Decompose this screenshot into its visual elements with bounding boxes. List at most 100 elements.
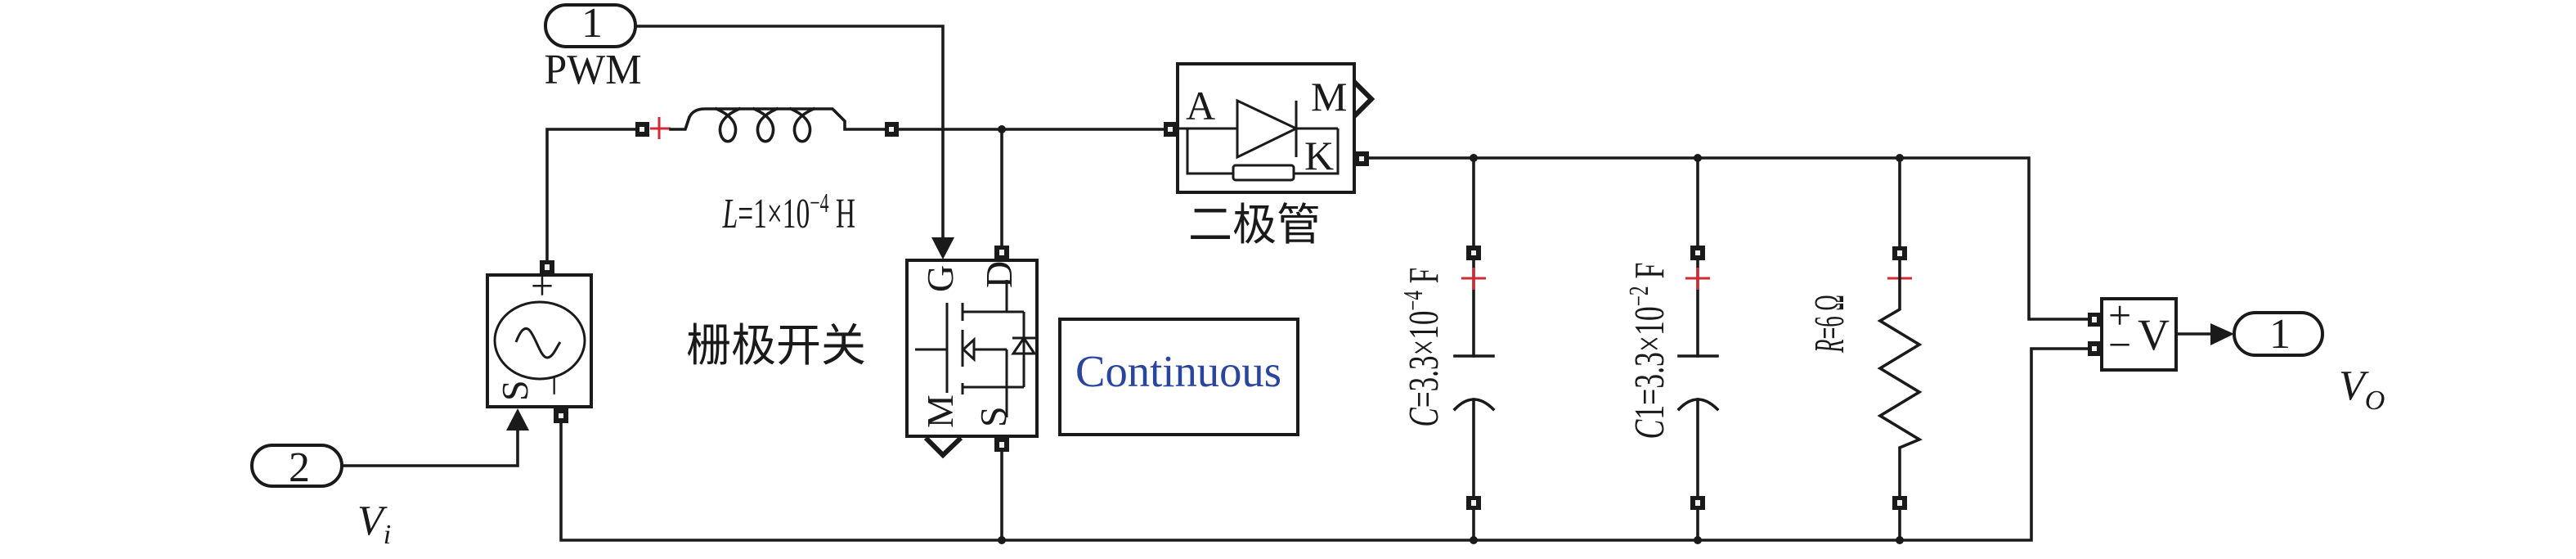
voltmeter-label: V <box>2138 310 2170 359</box>
port-number: 1 <box>2269 311 2291 358</box>
wire-diode-to-output-bus[interactable] <box>1367 156 2089 321</box>
label-variable: C <box>1627 419 1673 440</box>
label-value: =6 Ω <box>1806 295 1853 339</box>
label-unit: F <box>1627 263 1673 286</box>
source-bottom-port[interactable] <box>554 408 568 423</box>
port-marker-inner <box>1695 250 1700 255</box>
coil-loop <box>788 106 816 143</box>
diode-name-label: 二极管 <box>1188 201 1321 250</box>
controlled-voltage-source[interactable]: + − S <box>486 260 593 423</box>
port-marker-inner <box>1359 156 1364 161</box>
coil-loop <box>752 106 779 143</box>
source-control-pin-label: S <box>494 380 536 401</box>
powergui-box[interactable] <box>1058 318 1299 436</box>
powergui-block[interactable]: Continuous <box>1058 318 1299 436</box>
outport-vo[interactable]: 1 VO <box>2233 311 2438 419</box>
pin-label-gate: G <box>919 265 961 292</box>
polarity-plus-icon <box>1461 268 1486 290</box>
port-marker-inner <box>559 413 563 418</box>
pin-label-cathode: K <box>1304 133 1334 178</box>
pin-label-anode: A <box>1186 83 1215 128</box>
ac-source-circle-icon <box>493 300 586 381</box>
mosfet-drain-port[interactable] <box>994 246 1009 259</box>
output-arrow-icon <box>2210 323 2234 345</box>
diode-anode-port[interactable] <box>1164 122 1178 137</box>
diode-cathode-port[interactable] <box>1355 151 1369 166</box>
mosfet-name-label: 栅极开关 <box>686 321 866 371</box>
port-marker-inner <box>1897 500 1902 506</box>
capacitor-bottom-port[interactable] <box>1466 496 1481 510</box>
junction-dot <box>998 125 1006 133</box>
capacitor-c[interactable]: C=3.3×10−4 F <box>1398 156 1496 542</box>
source-top-port[interactable] <box>540 260 554 274</box>
port-marker-inner <box>1897 250 1902 256</box>
label-exponent: −4 <box>1398 291 1429 310</box>
polarity-plus-icon <box>650 117 671 139</box>
resistor-value-label: R=6 Ω <box>1806 268 1853 390</box>
resistor-r[interactable]: R=6 Ω <box>1806 156 1923 542</box>
port-label: Vi <box>283 498 444 553</box>
port-marker-inner <box>2092 346 2097 351</box>
pin-label-measure: M <box>1311 74 1347 119</box>
port-marker-inner <box>1695 500 1700 506</box>
voltmeter-block[interactable] <box>2100 297 2178 372</box>
inductor-right-port[interactable] <box>885 122 899 137</box>
port-label-sub: O <box>2365 385 2385 416</box>
port-marker-inner <box>1471 250 1476 255</box>
resistor-zigzag-icon <box>1877 259 1923 498</box>
resistor-top-port[interactable] <box>1892 246 1907 260</box>
pin-label-measure: M <box>919 394 961 428</box>
inport-pwm[interactable]: 1 PWM <box>544 0 642 93</box>
capacitor-value-label: C1=3.3×10−2 F <box>1624 226 1673 490</box>
inductor-coil-icon <box>669 107 886 131</box>
port-label: PWM <box>545 47 642 93</box>
source-minus-sign: − <box>533 375 575 396</box>
measurement-output-chevron-icon[interactable] <box>1352 79 1376 119</box>
coil-loop <box>714 106 742 143</box>
voltmeter-minus-port[interactable] <box>2088 341 2102 356</box>
port-oval[interactable] <box>2233 311 2324 357</box>
voltage-measurement[interactable]: + − V <box>2088 292 2178 372</box>
port-label: VO <box>2264 363 2438 419</box>
solver-mode-label: Continuous <box>1075 346 1281 396</box>
mosfet-source-port[interactable] <box>994 438 1009 452</box>
label-unit: F <box>1401 268 1447 291</box>
inport-vi[interactable]: 2 Vi <box>250 444 444 553</box>
wire-vi-to-source[interactable] <box>340 429 519 467</box>
capacitor-bottom-port[interactable] <box>1690 496 1705 510</box>
port-marker-inner <box>889 127 894 132</box>
label-mantissa: =1×10 <box>738 191 810 237</box>
capacitor-top-port[interactable] <box>1466 246 1481 260</box>
port-oval[interactable] <box>544 3 637 48</box>
diode[interactable]: A M K 二极管 <box>1164 62 1376 250</box>
source-block[interactable] <box>486 273 593 408</box>
port-marker-inner <box>999 442 1004 448</box>
port-marker-inner <box>2092 317 2097 322</box>
port-marker-inner <box>545 264 550 270</box>
wire-pwm-to-gate[interactable] <box>634 25 945 241</box>
label-variable: R <box>1806 340 1853 354</box>
label-exponent: −2 <box>1624 286 1654 306</box>
label-unit: H <box>829 191 856 237</box>
measurement-output-chevron-icon[interactable] <box>923 435 963 459</box>
capacitor-c1[interactable]: C1=3.3×10−2 F <box>1624 156 1720 542</box>
wire-source-to-ground-bus[interactable] <box>559 347 2089 542</box>
capacitor-value-label: C=3.3×10−4 F <box>1398 232 1447 477</box>
port-oval[interactable] <box>250 444 343 488</box>
voltmeter-plus-port[interactable] <box>2088 313 2102 327</box>
inductor[interactable]: L=1×10−4 H <box>635 106 899 237</box>
port-marker-inner <box>999 250 1004 255</box>
port-marker-inner <box>1168 127 1173 132</box>
resistor-bottom-port[interactable] <box>1892 496 1907 510</box>
pin-label-drain: D <box>978 261 1020 288</box>
label-mantissa: =3.3×10 <box>1401 311 1447 408</box>
capacitor-top-port[interactable] <box>1690 246 1705 260</box>
junction-dot <box>998 536 1006 544</box>
inductor-left-port[interactable] <box>635 122 649 137</box>
mosfet-switch[interactable]: G D M S <box>905 246 1039 459</box>
label-mantissa: 1=3.3×10 <box>1627 306 1673 419</box>
label-exponent: −4 <box>810 188 828 219</box>
wire-source-to-inductor[interactable] <box>545 128 637 262</box>
port-number: 2 <box>289 444 310 491</box>
port-number: 1 <box>581 0 603 47</box>
